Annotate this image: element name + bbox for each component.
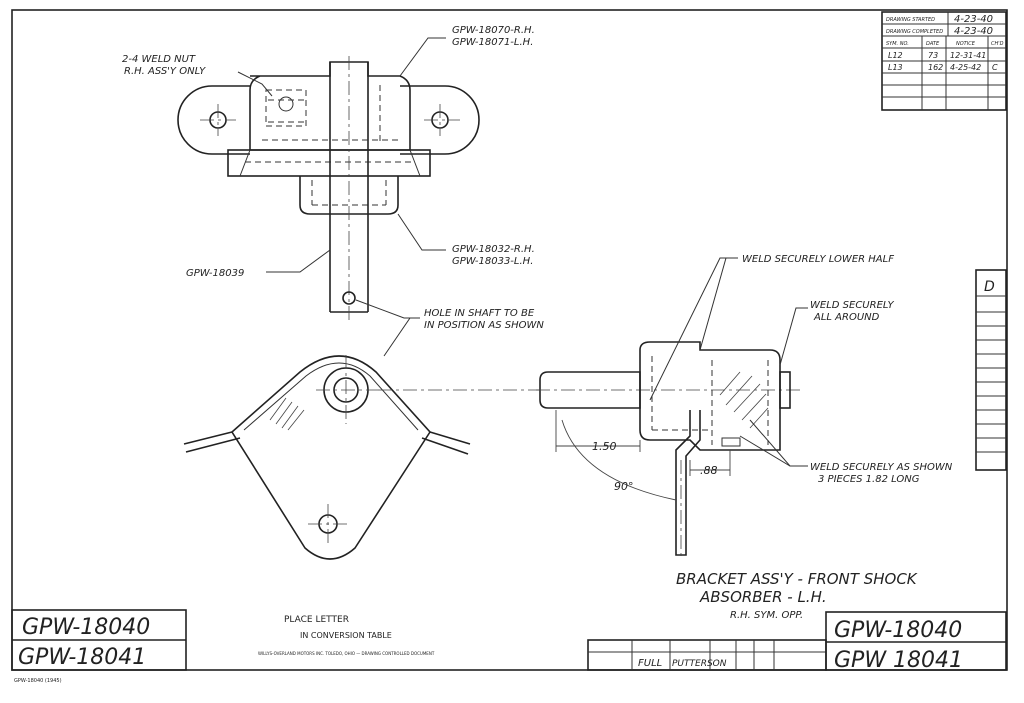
right-part-number-bottom: GPW 18041 bbox=[834, 648, 963, 673]
rev-r2-c4: C bbox=[992, 63, 998, 72]
title-line-1: BRACKET ASS'Y - FRONT SHOCK bbox=[676, 570, 918, 588]
weld-nut-label-2: R.H. ASS'Y ONLY bbox=[124, 66, 206, 77]
rev-r1-c2: 73 bbox=[928, 51, 938, 60]
weld-shown-note-2: 3 PIECES 1.82 LONG bbox=[818, 474, 920, 485]
rev-r2-c3: 4-25-42 bbox=[950, 63, 981, 72]
rev-r1-c3: 12-31-41 bbox=[950, 51, 986, 60]
rev-col-date: DATE bbox=[926, 41, 940, 47]
drawing-title: BRACKET ASS'Y - FRONT SHOCK ABSORBER - L… bbox=[676, 570, 918, 621]
rev-r2-c2: 162 bbox=[928, 63, 943, 72]
notice-fineprint: WILLYS-OVERLAND MOTORS INC. TOLEDO, OHIO… bbox=[258, 651, 435, 656]
title-line-3: R.H. SYM. OPP. bbox=[730, 610, 803, 621]
left-part-number-block: GPW-18040 GPW-18041 bbox=[11, 609, 187, 671]
title-block-drawn-by: PUTTERSON bbox=[672, 659, 727, 669]
hole-note-1: HOLE IN SHAFT TO BE bbox=[424, 308, 535, 319]
top-view bbox=[177, 56, 480, 322]
weld-around-note-1: WELD SECURELY bbox=[810, 300, 895, 311]
hole-note-2: IN POSITION AS SHOWN bbox=[424, 320, 544, 331]
mid-part-lh: GPW-18033-L.H. bbox=[452, 256, 533, 267]
sheet-border bbox=[11, 9, 1008, 671]
weld-nut-label-1: 2-4 WELD NUT bbox=[122, 54, 196, 65]
side-tab: D bbox=[975, 269, 1007, 471]
weld-lower-half-note: WELD SECURELY LOWER HALF bbox=[742, 254, 894, 265]
rev-r1-c1: L12 bbox=[888, 51, 903, 60]
shaft-part-label: GPW-18039 bbox=[186, 268, 244, 279]
mid-part-rh: GPW-18032-R.H. bbox=[452, 244, 535, 255]
title-line-2: ABSORBER - L.H. bbox=[699, 588, 827, 606]
stamp-line-1: PLACE LETTER bbox=[284, 615, 349, 625]
left-part-number-bottom: GPW-18041 bbox=[18, 645, 146, 670]
side-view bbox=[183, 355, 540, 560]
top-part-lh: GPW-18071-L.H. bbox=[452, 37, 533, 48]
side-tab-letter: D bbox=[984, 279, 995, 295]
rev-row1-value: 4-23-40 bbox=[954, 14, 993, 25]
corner-fineprint: GPW-18040 (1945) bbox=[14, 678, 62, 684]
right-part-number-top: GPW-18040 bbox=[834, 618, 962, 643]
right-part-number-block: GPW-18040 GPW 18041 bbox=[825, 611, 1007, 673]
dimension-angle: 90° bbox=[614, 480, 634, 493]
rev-row2-label: DRAWING COMPLETED bbox=[886, 29, 943, 35]
rev-col-chd: CH'D bbox=[991, 41, 1004, 47]
rev-col-sym: SYM. NO. bbox=[886, 41, 909, 47]
callouts: 2-4 WELD NUT R.H. ASS'Y ONLY GPW-18070-R… bbox=[122, 25, 953, 493]
rev-row2-value: 4-23-40 bbox=[954, 26, 993, 37]
rev-col-notice: NOTICE bbox=[956, 41, 976, 47]
revision-block: DRAWING STARTED 4-23-40 DRAWING COMPLETE… bbox=[881, 11, 1007, 111]
dimension-1-50: 1.50 bbox=[592, 440, 617, 453]
weld-shown-note-1: WELD SECURELY AS SHOWN bbox=[810, 462, 953, 473]
rev-row1-label: DRAWING STARTED bbox=[886, 17, 935, 23]
leader-lines bbox=[237, 37, 808, 467]
weld-around-note-2: ALL AROUND bbox=[813, 312, 880, 323]
top-part-rh: GPW-18070-R.H. bbox=[452, 25, 535, 36]
title-block: FULL PUTTERSON bbox=[587, 639, 827, 671]
rev-r2-c1: L13 bbox=[888, 63, 903, 72]
left-part-number-top: GPW-18040 bbox=[22, 615, 150, 640]
conversion-stamp: PLACE LETTER IN CONVERSION TABLE WILLYS-… bbox=[14, 615, 435, 684]
dimension-0-88: .88 bbox=[700, 464, 718, 477]
stamp-line-2: IN CONVERSION TABLE bbox=[300, 631, 392, 640]
section-view bbox=[536, 341, 800, 560]
title-block-scale: FULL bbox=[638, 658, 662, 669]
